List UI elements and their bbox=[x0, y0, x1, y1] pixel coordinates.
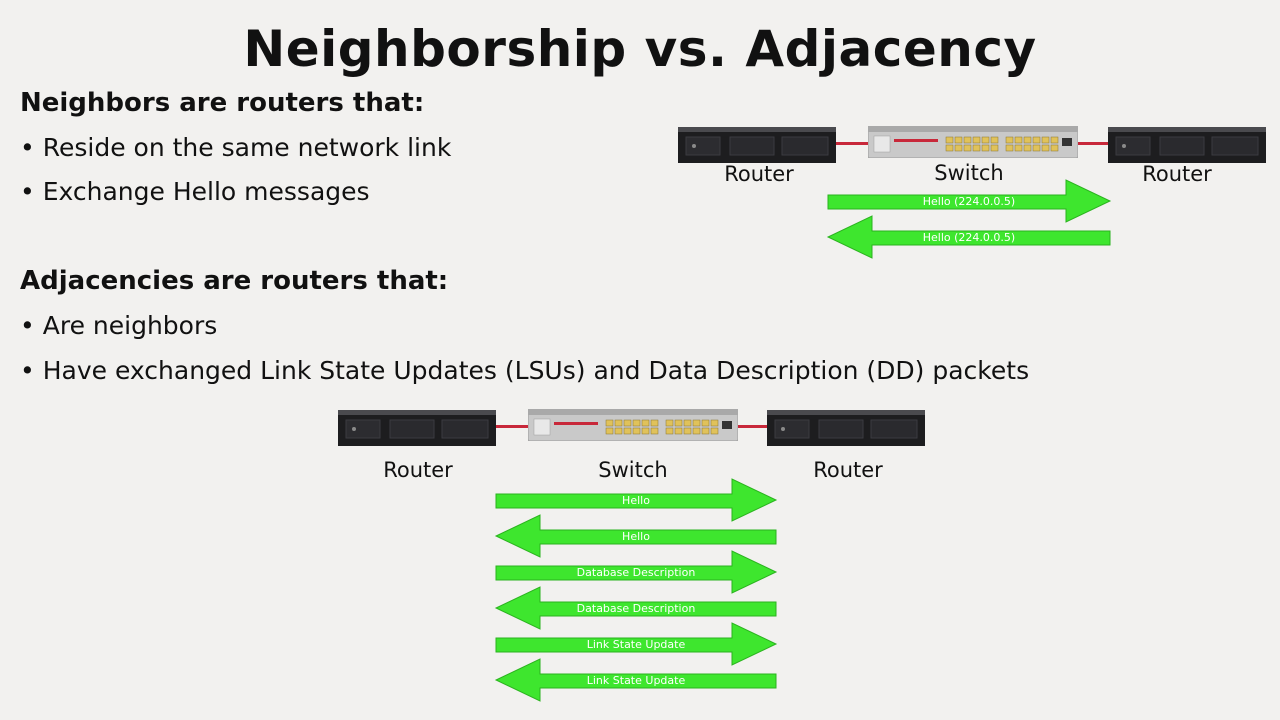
adjacencies-bullet-2: •Have exchanged Link State Updates (LSUs… bbox=[20, 356, 1030, 385]
message-label: Database Description bbox=[577, 566, 696, 579]
arrow-shape bbox=[494, 514, 777, 558]
message-arrow-right: Database Description bbox=[495, 550, 778, 594]
bullet-text: Exchange Hello messages bbox=[42, 177, 370, 206]
arrow-shape bbox=[827, 179, 1112, 223]
cable bbox=[1076, 142, 1112, 145]
message-label: Hello bbox=[622, 530, 650, 543]
router-icon bbox=[767, 410, 925, 446]
message-label: Link State Update bbox=[587, 638, 686, 651]
message-label: Hello (224.0.0.5) bbox=[923, 231, 1015, 244]
device-label-switch: Switch bbox=[598, 458, 668, 482]
device-label-router: Router bbox=[383, 458, 453, 482]
cable bbox=[494, 425, 532, 428]
adjacencies-heading: Adjacencies are routers that: bbox=[20, 266, 449, 296]
device-label-router: Router bbox=[1142, 162, 1212, 186]
message-label: Database Description bbox=[577, 602, 696, 615]
switch-icon bbox=[868, 126, 1078, 158]
message-label: Hello (224.0.0.5) bbox=[923, 195, 1015, 208]
router-icon bbox=[338, 410, 496, 446]
message-arrow-left: Hello bbox=[494, 514, 777, 558]
message-label: Hello bbox=[622, 494, 650, 507]
arrow-shape bbox=[495, 550, 778, 594]
bullet-text: Are neighbors bbox=[42, 311, 218, 340]
neighbors-heading: Neighbors are routers that: bbox=[20, 88, 425, 118]
arrow-shape bbox=[494, 586, 777, 630]
arrow-shape bbox=[495, 478, 778, 522]
page-title: Neighborship vs. Adjacency bbox=[243, 20, 1037, 78]
neighbors-bullet-1: •Reside on the same network link bbox=[20, 133, 452, 162]
message-arrow-right: Link State Update bbox=[495, 622, 778, 666]
message-arrow-right: Hello bbox=[495, 478, 778, 522]
bullet-text: Have exchanged Link State Updates (LSUs)… bbox=[42, 356, 1030, 385]
message-arrow-right: Hello (224.0.0.5) bbox=[827, 179, 1112, 223]
bullet-text: Reside on the same network link bbox=[42, 133, 452, 162]
device-label-router: Router bbox=[724, 162, 794, 186]
device-label-router: Router bbox=[813, 458, 883, 482]
router-icon bbox=[678, 127, 836, 163]
arrow-shape bbox=[494, 658, 777, 702]
cable bbox=[736, 425, 770, 428]
switch-icon bbox=[528, 409, 738, 441]
message-arrow-left: Hello (224.0.0.5) bbox=[826, 215, 1111, 259]
device-label-switch: Switch bbox=[934, 161, 1004, 185]
arrow-shape bbox=[495, 622, 778, 666]
message-arrow-left: Link State Update bbox=[494, 658, 777, 702]
neighbors-bullet-2: •Exchange Hello messages bbox=[20, 177, 370, 206]
router-icon bbox=[1108, 127, 1266, 163]
message-arrow-left: Database Description bbox=[494, 586, 777, 630]
arrow-shape bbox=[826, 215, 1111, 259]
adjacencies-bullet-1: •Are neighbors bbox=[20, 311, 218, 340]
cable bbox=[834, 142, 872, 145]
message-label: Link State Update bbox=[587, 674, 686, 687]
